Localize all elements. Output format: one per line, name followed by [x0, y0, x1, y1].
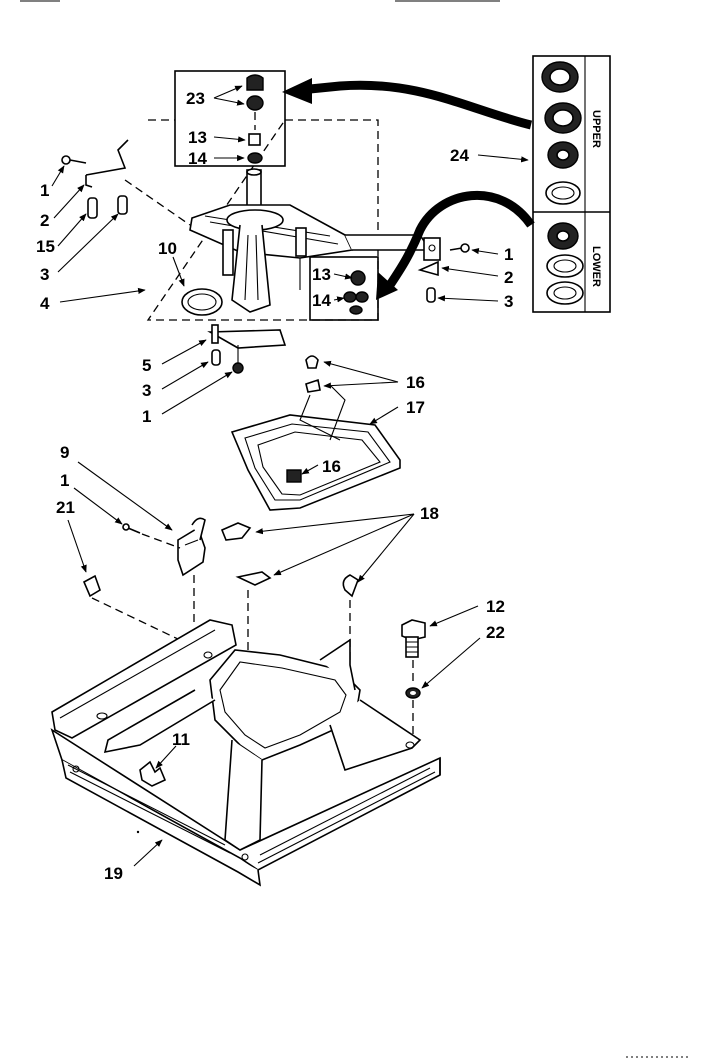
part-19-base: [50, 619, 441, 887]
upper-side-label: UPPER: [590, 110, 602, 148]
callout-1-left: 1: [40, 181, 49, 200]
part-9-lid-switch: [177, 517, 206, 577]
callout-18: 18: [420, 504, 439, 523]
callout-1-switch: 1: [60, 471, 69, 490]
part-13-14-lower: [343, 270, 369, 315]
callout-2-right: 2: [504, 268, 513, 287]
callout-14-lower: 14: [312, 291, 331, 310]
callout-1-right: 1: [504, 245, 513, 264]
lower-kit-parts: [546, 222, 584, 305]
callout-21: 21: [56, 498, 75, 517]
gearcase-drive: [189, 168, 432, 313]
callout-4: 4: [40, 294, 50, 313]
part-24-bearing-kit-box: UPPER LOWER: [532, 55, 611, 313]
part-18-clips: [220, 522, 359, 598]
callout-16-top: 16: [406, 373, 425, 392]
callout-5: 5: [142, 356, 151, 375]
callout-19: 19: [104, 864, 123, 883]
callout-11: 11: [172, 730, 190, 749]
part-13-14-upper: [247, 112, 263, 164]
bottom-bracket-hardware: [207, 324, 287, 374]
callout-22: 22: [486, 623, 505, 642]
left-bracket-hardware: [61, 139, 191, 226]
upper-kit-parts: [541, 61, 582, 205]
callout-17: 17: [406, 398, 425, 417]
leader-arrows: [51, 85, 529, 867]
callout-3-left: 3: [40, 265, 49, 284]
part-12-leg-bolt: [401, 619, 426, 658]
callout-10: 10: [158, 239, 177, 258]
part-16-clip-top: [305, 355, 321, 393]
callout-13-lower: 13: [312, 265, 331, 284]
part-17-frame: [230, 384, 401, 511]
callout-2-left: 2: [40, 211, 49, 230]
callout-23: 23: [186, 89, 205, 108]
part-10-seal-ring: [181, 288, 223, 316]
callout-3-bottom: 3: [142, 381, 151, 400]
callout-13-upper: 13: [188, 128, 207, 147]
callout-9: 9: [60, 443, 69, 462]
part-21-clip: [82, 574, 181, 641]
callout-3-right: 3: [504, 292, 513, 311]
part-11-clip: [139, 760, 167, 787]
right-bracket-hardware: [417, 237, 470, 303]
lower-side-label: LOWER: [590, 246, 602, 287]
callout-12: 12: [486, 597, 505, 616]
callout-24: 24: [450, 146, 469, 165]
kit-pointer-arrows: [282, 78, 535, 300]
part-22-nut: [405, 687, 421, 699]
callout-15: 15: [36, 237, 55, 256]
part-1-screw-left: [122, 523, 181, 549]
callout-labels: 23 13 14 24 1 2 15 3 4 10 13 14 1 2 3 5 …: [36, 89, 513, 883]
upper-bearing-inset-box: [174, 70, 286, 167]
callout-1-bottom: 1: [142, 407, 151, 426]
callout-14-upper: 14: [188, 149, 207, 168]
part-23-bearing: [246, 74, 264, 111]
callout-16-frame: 16: [322, 457, 341, 476]
